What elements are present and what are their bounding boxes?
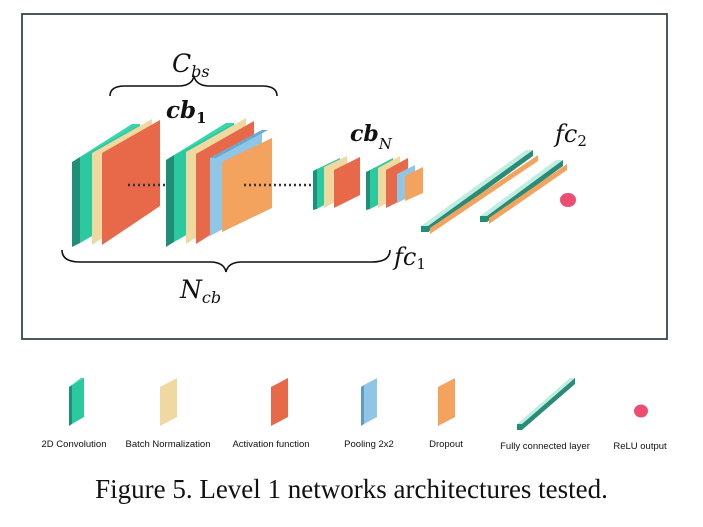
legend-item-conv: 2D Convolution	[42, 378, 107, 450]
conv-block-1b	[166, 118, 272, 247]
legend-item-dropout: Dropout	[429, 378, 463, 450]
legend-item-activation: Activation function	[232, 378, 310, 450]
legend-label: 2D Convolution	[42, 439, 107, 450]
cbs-brace	[109, 75, 278, 97]
cb1-label: cb1	[166, 97, 207, 127]
legend-label: Activation function	[232, 439, 309, 450]
legend-item-relu: ReLU output	[613, 404, 667, 452]
ncb-brace	[61, 249, 391, 273]
activation-icon	[271, 378, 288, 426]
ncb-label: Ncb	[179, 275, 221, 307]
legend-label: Dropout	[429, 439, 463, 450]
legend-label: ReLU output	[613, 441, 667, 452]
fully-connected-1	[421, 150, 538, 234]
conv-block-n	[366, 156, 423, 210]
fully-connected-2	[480, 160, 567, 224]
batchnorm-icon	[160, 378, 177, 426]
conv-block-1a	[72, 119, 160, 247]
fc1-label: fc1	[392, 243, 426, 273]
fc2-label: fc2	[553, 120, 587, 150]
legend-label: Fully connected layer	[500, 441, 590, 452]
cbn-label: cbN	[350, 121, 393, 153]
legend-label: Pooling 2x2	[344, 439, 394, 450]
conv-icon	[69, 378, 84, 426]
legend-item-batchnorm: Batch Normalization	[125, 378, 211, 450]
legend-item-fc: Fully connected layer	[500, 378, 590, 452]
pooling-icon	[361, 378, 377, 426]
dropout-icon	[438, 378, 455, 426]
conv-block-2	[313, 156, 360, 210]
figure-caption: Figure 5. Level 1 networks architectures…	[95, 474, 608, 504]
legend-item-pooling: Pooling 2x2	[344, 378, 394, 450]
relu-output-dot	[560, 193, 576, 207]
legend: 2D Convolution Batch Normalization Activ…	[42, 378, 667, 452]
relu-output-icon	[634, 404, 648, 418]
fc-layer-icon	[517, 378, 575, 430]
cbs-label: Cbs	[172, 49, 210, 81]
legend-label: Batch Normalization	[125, 439, 210, 450]
